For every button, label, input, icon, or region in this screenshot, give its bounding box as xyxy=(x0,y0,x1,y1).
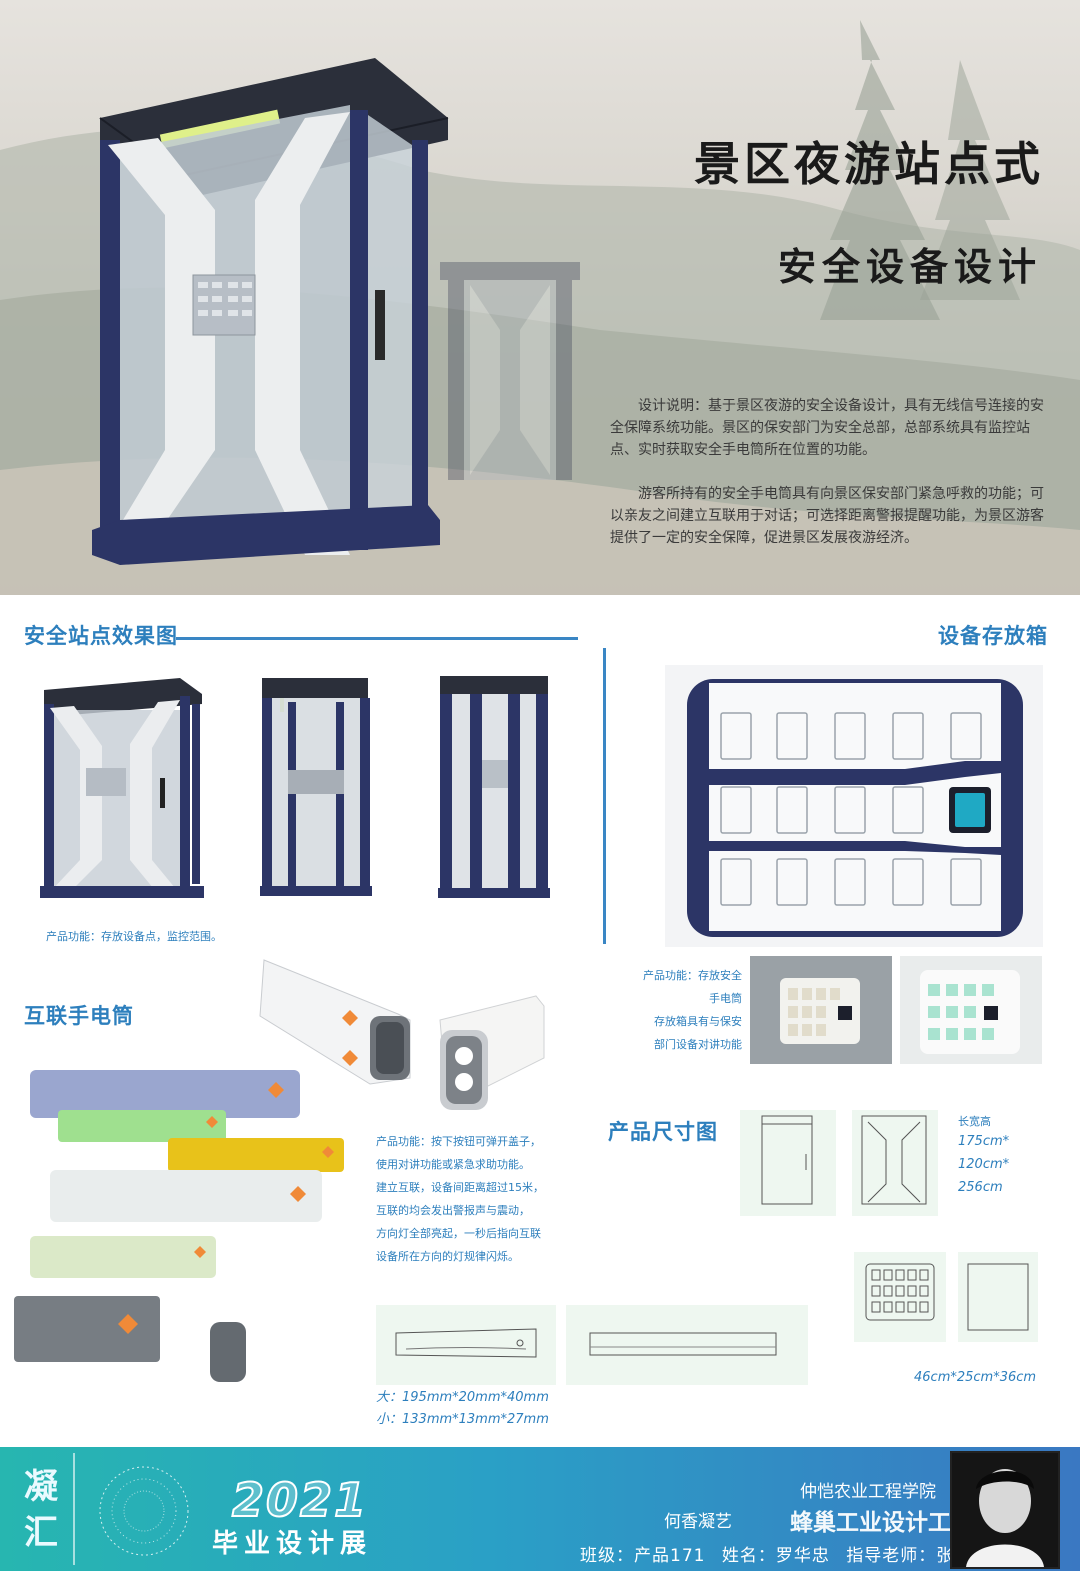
dimensions-heading: 产品尺寸图 xyxy=(608,1120,718,1144)
class-label: 班级：产品171 xyxy=(580,1546,706,1566)
brand-char: 汇 xyxy=(24,1513,58,1553)
kiosk-render-front xyxy=(40,678,204,898)
design-description-1: 设计说明：基于景区夜游的安全设备设计，具有无线信号连接的安全保障系统功能。景区的… xyxy=(610,398,1044,458)
station-size-value: 256cm xyxy=(958,1180,1003,1195)
station-size-value: 120cm* xyxy=(958,1157,1010,1172)
storage-box-thumbnails xyxy=(750,956,1042,1064)
exhibition-title: 毕业设计展 xyxy=(212,1529,373,1559)
station-caption: 产品功能：存放设备点，监控范围。 xyxy=(46,930,222,943)
flashlight-caption-line: 互联的均会发出警报声与震动， xyxy=(376,1204,530,1217)
flashlight-heading: 互联手电筒 xyxy=(24,1004,134,1028)
flashlight-hero-render xyxy=(259,959,545,1110)
storage-caption: 产品功能：存放安全 手电筒 存放箱具有与保安 部门设备对讲功能 xyxy=(622,964,742,1056)
ghost-kiosk-image xyxy=(440,262,580,480)
flashlight-color-variants xyxy=(14,1070,344,1382)
station-heading: 安全站点效果图 xyxy=(24,624,178,648)
flashlight-caption-line: 使用对讲功能或紧急求助功能。 xyxy=(376,1158,530,1171)
station-heading-underline xyxy=(176,637,578,640)
flashlight-size-large: 大：195mm*20mm*40mm xyxy=(376,1390,549,1405)
flashlight-caption-line: 方向灯全部亮起，一秒后指向互联 xyxy=(376,1227,541,1240)
station-renders xyxy=(40,676,550,898)
flashlight-caption-line: 产品功能：按下按钮可弹开盖子， xyxy=(376,1135,541,1148)
vertical-divider xyxy=(603,648,606,944)
storage-caption-line: 部门设备对讲功能 xyxy=(654,1038,742,1051)
flashlight-caption: 产品功能：按下按钮可弹开盖子， 使用对讲功能或紧急求助功能。 建立互联，设备间距… xyxy=(376,1130,544,1268)
student-name: 姓名：罗华忠 xyxy=(721,1546,830,1566)
flashlight-line-drawings xyxy=(376,1305,808,1385)
flashlight-renders xyxy=(14,959,545,1382)
landscape-background xyxy=(0,20,1080,595)
kiosk-render-back xyxy=(438,676,550,898)
advisor-name: 指导老师：张斐 xyxy=(846,1546,973,1566)
storage-box-render xyxy=(665,665,1043,947)
student-portrait xyxy=(950,1451,1060,1569)
storage-caption-line: 产品功能：存放安全 xyxy=(643,969,742,982)
footer-banner: 凝 汇 2021 毕业设计展 仲恺农业工程学院 何香凝艺 蜂巢工业设计工作室 班… xyxy=(0,1447,1080,1571)
station-size-label: 长宽高 xyxy=(958,1115,991,1128)
hero-title: 景区夜游站点式 xyxy=(694,137,1044,191)
kiosk-render-side xyxy=(260,678,372,896)
storage-dimension-drawings xyxy=(854,1252,1038,1342)
hero-section: 景区夜游站点式 安全设备设计 设计说明：基于景区夜游的安全设备设计，具有无线信号… xyxy=(0,0,1080,595)
flashlight-size-small: 小：133mm*13mm*27mm xyxy=(376,1412,549,1427)
station-size-value: 175cm* xyxy=(958,1134,1010,1149)
station-dimension-drawings xyxy=(740,1110,938,1216)
hero-subtitle: 安全设备设计 xyxy=(777,245,1042,289)
kiosk-hero-render xyxy=(92,58,449,565)
student-info: 班级：产品171 姓名：罗华忠 指导老师：张斐 xyxy=(580,1541,982,1566)
flashlight-caption-line: 建立互联，设备间距离超过15米， xyxy=(376,1181,544,1194)
storage-caption-line: 存放箱具有与保安 xyxy=(654,1015,742,1028)
brand-char: 凝 xyxy=(24,1467,58,1507)
flashlight-caption-line: 设备所在方向的灯规律闪烁。 xyxy=(376,1250,519,1263)
design-description-2: 游客所持有的安全手电筒具有向景区保安部门紧急呼救的功能；可以亲友之间建立互联用于… xyxy=(610,486,1044,546)
storage-heading: 设备存放箱 xyxy=(938,624,1048,648)
storage-caption-line: 手电筒 xyxy=(709,992,742,1005)
storage-box-size: 46cm*25cm*36cm xyxy=(914,1370,1037,1385)
year-label: 2021 xyxy=(231,1472,369,1528)
school-name: 仲恺农业工程学院 xyxy=(800,1482,936,1502)
studio-prefix: 何香凝艺 xyxy=(664,1512,732,1532)
particle-burst-graphic xyxy=(73,1453,189,1565)
